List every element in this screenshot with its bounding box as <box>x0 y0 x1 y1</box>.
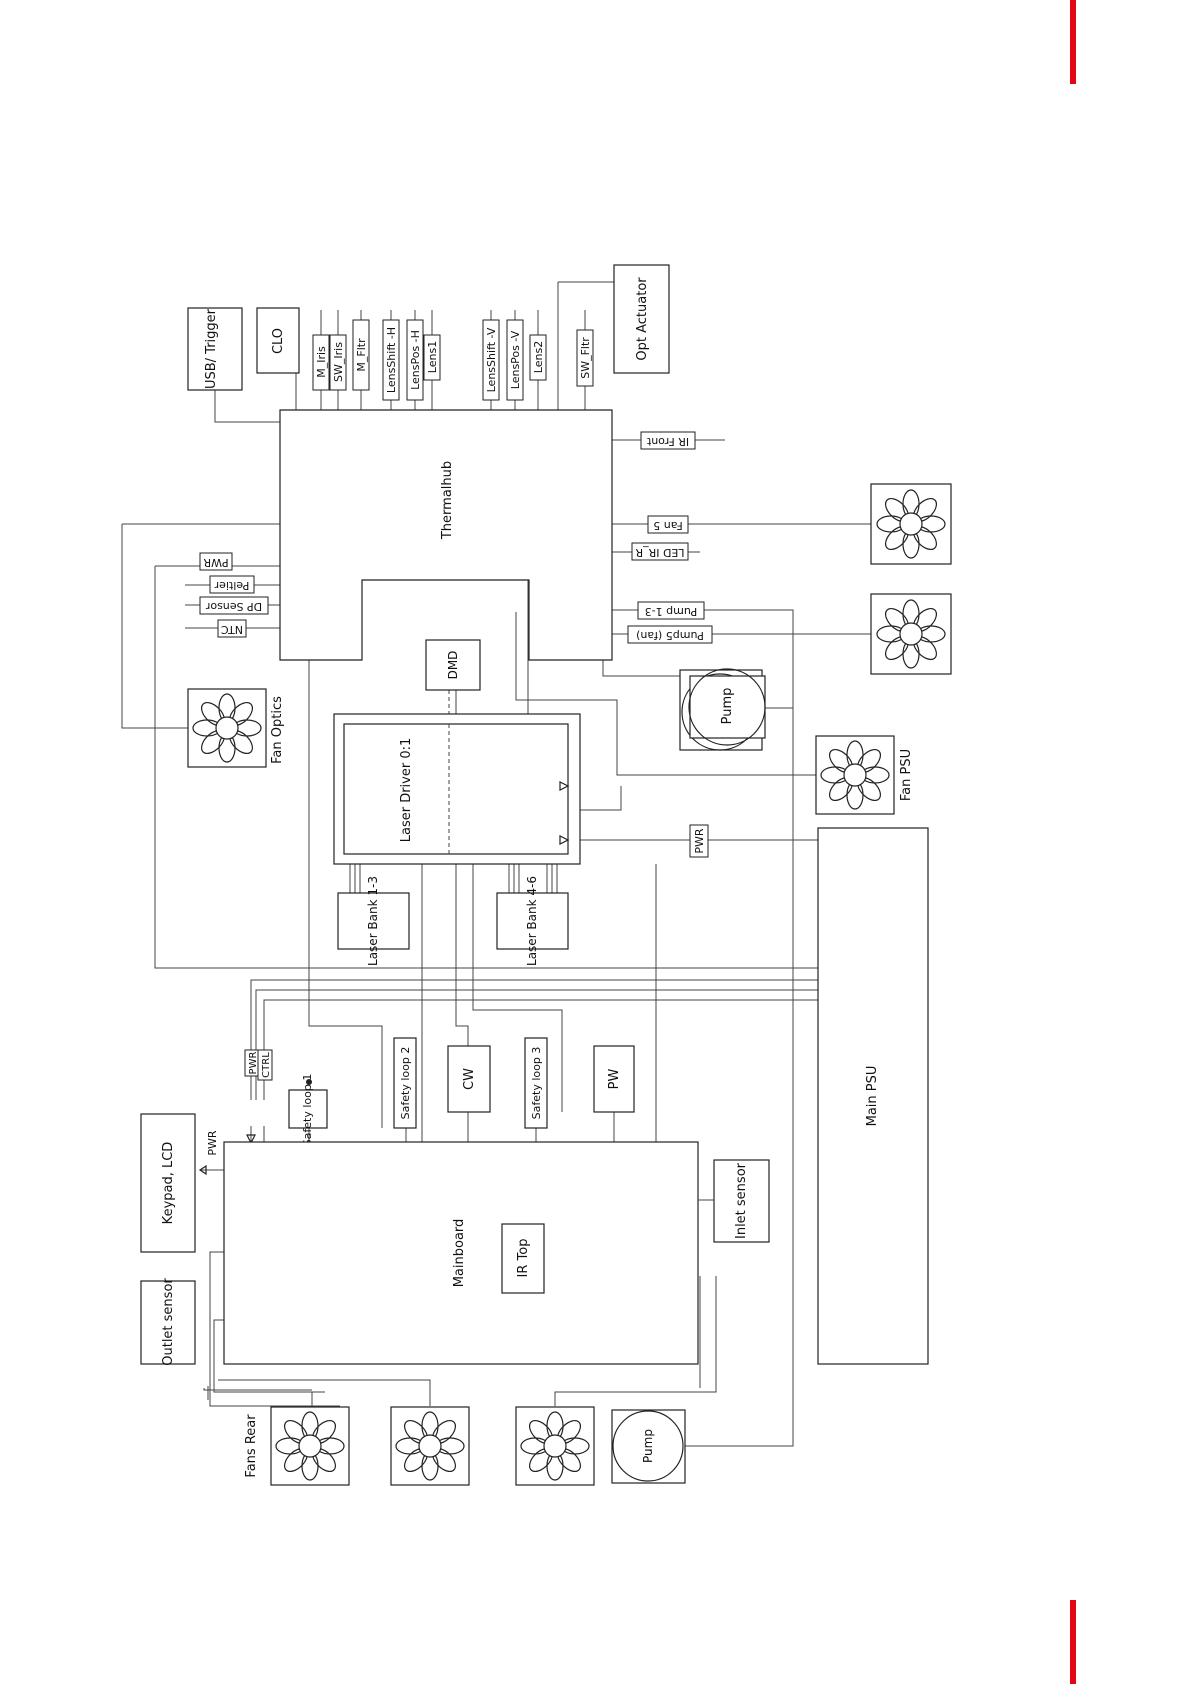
ir-top-box: IR Top <box>501 1223 545 1294</box>
pump-rear-icon: Pump <box>611 1409 686 1484</box>
thermalhub-left-connectors: PWR Peltier DP Sensor NTC <box>199 552 269 638</box>
ir-top-label: IR Top <box>516 1239 531 1278</box>
connector-fan5: Fan 5 <box>653 519 683 532</box>
fan-optics-icon <box>187 688 267 768</box>
mainboard-label: Mainboard <box>452 1219 467 1288</box>
fan-psu-label: Fan PSU <box>899 749 914 801</box>
connector-dp-sensor: DP Sensor <box>205 600 262 613</box>
fan-optics-label: Fan Optics <box>270 696 285 764</box>
connector-lens2: Lens2 <box>532 341 545 373</box>
pump-rear-label: Pump <box>641 1429 655 1463</box>
fan-rear-2-icon <box>390 1406 470 1486</box>
laser-bank-4-6-label: Laser Bank 4-6 <box>525 876 539 966</box>
thermalhub-label: Thermalhub <box>440 461 455 540</box>
safety-loop-3-box: Safety loop 3 <box>524 1037 548 1129</box>
laser-bank-1-3-label: Laser Bank 1-3 <box>366 876 380 966</box>
usb-trigger-label: USB/ Trigger <box>204 308 219 389</box>
usb-trigger-box: USB/ Trigger <box>187 307 243 391</box>
safety-loop-1-box: Safety loop 1 <box>288 1074 328 1147</box>
thermalhub-box: Thermalhub <box>279 409 613 661</box>
connector-pump5-fan: Pump5 (fan) <box>636 629 704 642</box>
pw-box: PW <box>593 1045 635 1113</box>
opt-actuator-box: Opt Actuator <box>613 264 670 374</box>
cw-box: CW <box>447 1045 491 1113</box>
laser-driver-label: Laser Driver 0:1 <box>399 738 414 843</box>
keypad-lcd-label: Keypad, LCD <box>161 1142 176 1225</box>
safety-loop-3-label: Safety loop 3 <box>530 1047 543 1120</box>
connector-m-iris: M_Iris <box>315 346 328 378</box>
fans-rear-label: Fans Rear <box>244 1414 259 1478</box>
fan-psu-icon <box>815 735 895 815</box>
clo-label: CLO <box>271 328 286 354</box>
connector-sw-fltr: SW_Fltr <box>579 337 592 379</box>
laser-bank-4-6-box: Laser Bank 4-6 <box>496 876 569 966</box>
pump-front-icon: Pump <box>679 668 766 751</box>
connector-ir-front: IR Front <box>646 435 689 448</box>
laser-bank-1-3-box: Laser Bank 1-3 <box>337 876 410 966</box>
connector-lens1: Lens1 <box>426 341 439 373</box>
connector-lenspos-v: LensPos -V <box>509 330 522 389</box>
thermalhub-right-connectors: IR Front Fan 5 LED IR_R Pump 1-3 Pump5 (… <box>627 431 713 644</box>
connector-pwr-safety: PWR <box>248 1052 259 1075</box>
mainboard-box: Mainboard <box>223 1141 699 1365</box>
fan-5-icon <box>870 483 952 565</box>
safety-loop-2-box: Safety loop 2 <box>393 1037 417 1129</box>
page-accent-bottom <box>1070 1600 1076 1684</box>
safety-loop-1-label: Safety loop 1 <box>301 1074 314 1147</box>
connector-ctrl: CTRL <box>261 1052 272 1078</box>
outlet-sensor-box: Outlet sensor <box>140 1278 196 1366</box>
connector-peltier: Peltier <box>214 579 249 592</box>
safety-loop-2-label: Safety loop 2 <box>399 1047 412 1120</box>
keypad-pwr-label: PWR <box>206 1130 219 1156</box>
inlet-sensor-box: Inlet sensor <box>713 1159 770 1243</box>
connector-pwr-thermalhub: PWR <box>203 556 229 569</box>
top-connectors: M_Iris SW_Iris M_Fltr LensShift -H LensP… <box>312 319 594 401</box>
keypad-lcd-box: Keypad, LCD <box>140 1113 196 1253</box>
pw-label: PW <box>607 1069 622 1090</box>
dmd-label: DMD <box>446 651 460 680</box>
fan-rear-3-icon <box>515 1406 595 1486</box>
connector-lensshift-v: LensShift -V <box>485 327 498 392</box>
connector-m-fltr: M_Fltr <box>355 338 368 372</box>
fan-rear-1-icon <box>270 1406 350 1486</box>
pump-front-label: Pump <box>720 688 735 725</box>
clo-box: CLO <box>256 307 300 374</box>
connector-pump-1-3: Pump 1-3 <box>645 605 698 618</box>
page-accent-top <box>1070 0 1076 84</box>
connector-led-ir-r: LED IR_R <box>635 546 684 559</box>
outlet-sensor-label: Outlet sensor <box>161 1278 176 1366</box>
connector-sw-iris: SW_Iris <box>332 342 345 382</box>
inlet-sensor-label: Inlet sensor <box>734 1162 749 1239</box>
cw-label: CW <box>462 1068 477 1090</box>
fan-pump5-icon <box>870 593 952 675</box>
laser-driver-box: Laser Driver 0:1 <box>333 713 581 865</box>
main-psu-label: Main PSU <box>865 1066 880 1127</box>
connector-ntc: NTC <box>221 623 243 636</box>
connector-lensshift-h: LensShift -H <box>385 327 398 393</box>
connector-lenspos-h: LensPos -H <box>409 330 422 390</box>
opt-actuator-label: Opt Actuator <box>635 277 650 361</box>
dmd-box: DMD <box>425 639 481 691</box>
connector-pwr-laser: PWR <box>693 828 706 854</box>
main-psu-box: Main PSU <box>817 827 929 1365</box>
